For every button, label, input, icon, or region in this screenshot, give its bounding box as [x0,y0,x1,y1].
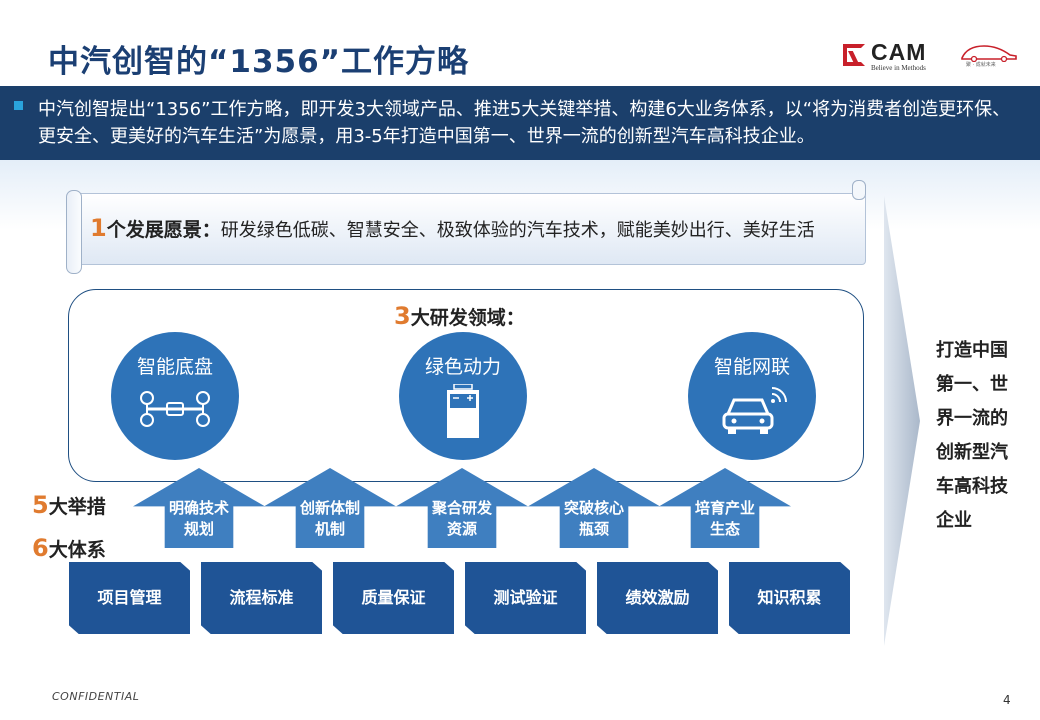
measure-arrow: 聚合研发资源 [396,468,528,548]
research-area-green-power: 绿色动力 [399,332,527,460]
system-label: 流程标准 [229,588,294,607]
system-box: 质量保证 [333,562,454,634]
goal-chevron-arrow [884,196,920,646]
chassis-icon [140,391,210,427]
system-label: 绩效激励 [625,588,690,607]
systems-heading: 6大体系 [32,534,106,562]
system-box: 测试验证 [465,562,586,634]
measures-label: 大举措 [48,496,106,518]
research-number: 3 [394,302,411,330]
measure-label: 创新体制机制 [299,499,360,538]
measures-number: 5 [32,491,49,519]
research-area-label: 智能底盘 [136,356,213,378]
research-area-label: 绿色动力 [424,356,501,378]
cam-logo-mark [843,44,865,66]
research-heading: 3大研发领域： [394,302,525,330]
measure-label: 明确技术规划 [168,499,229,538]
system-label: 测试验证 [493,588,558,607]
systems-label: 大体系 [48,539,106,561]
measure-arrow: 明确技术规划 [133,468,265,548]
measure-arrow: 创新体制机制 [264,468,396,548]
measure-arrow: 培育产业生态 [659,468,791,548]
page-number: 4 [1003,693,1011,707]
battery-icon [447,384,479,438]
cam-logo: CAM Believe in Methods [843,39,935,72]
system-label: 项目管理 [97,588,162,607]
system-box: 项目管理 [69,562,190,634]
research-area-connected-vehicle: 智能网联 [688,332,816,460]
bullet-square-icon [14,101,23,110]
measure-label: 聚合研发资源 [431,499,492,538]
connected-car-icon [722,387,787,434]
cam-logo-tagline: Believe in Methods [871,64,926,72]
vision-statement: 1个发展愿景：研发绿色低碳、智慧安全、极致体验的汽车技术，赋能美妙出行、美好生活 [90,214,815,242]
partner-car-logo: 聚 · 成就未来 [958,42,1020,70]
system-box: 流程标准 [201,562,322,634]
cam-logo-text: CAM [871,39,927,65]
vision-label: 个发展愿景： [106,219,221,241]
measures-heading: 5大举措 [32,491,106,519]
research-area-intelligent-chassis: 智能底盘 [111,332,239,460]
summary-banner [0,86,1040,160]
scroll-curl-right [852,180,866,200]
system-label: 质量保证 [361,588,426,607]
measure-label: 培育产业生态 [694,499,755,538]
confidential-label: CONFIDENTIAL [52,690,140,703]
vision-text: 研发绿色低碳、智慧安全、极致体验的汽车技术，赋能美妙出行、美好生活 [220,220,815,241]
car-logo-icon [961,45,1017,63]
goal-statement: 打造中国第一、世界一流的创新型汽车高科技企业 [936,340,1008,531]
systems-number: 6 [32,534,49,562]
page-title: 中汽创智的“1356”工作方略 [48,44,470,80]
vision-number: 1 [90,214,107,242]
scroll-curl-left [66,190,82,274]
measure-arrow: 突破核心瓶颈 [528,468,660,548]
research-label: 大研发领域： [410,307,525,329]
banner-text: 中汽创智提出“1356”工作方略，即开发3大领域产品、推进5大关键举措、构建6大… [38,99,1011,147]
partner-logo-tagline: 聚 · 成就未来 [966,62,996,68]
system-box: 知识积累 [729,562,850,634]
measure-label: 突破核心瓶颈 [563,499,624,538]
system-box: 绩效激励 [597,562,718,634]
system-label: 知识积累 [757,588,822,607]
research-area-label: 智能网联 [713,356,790,378]
